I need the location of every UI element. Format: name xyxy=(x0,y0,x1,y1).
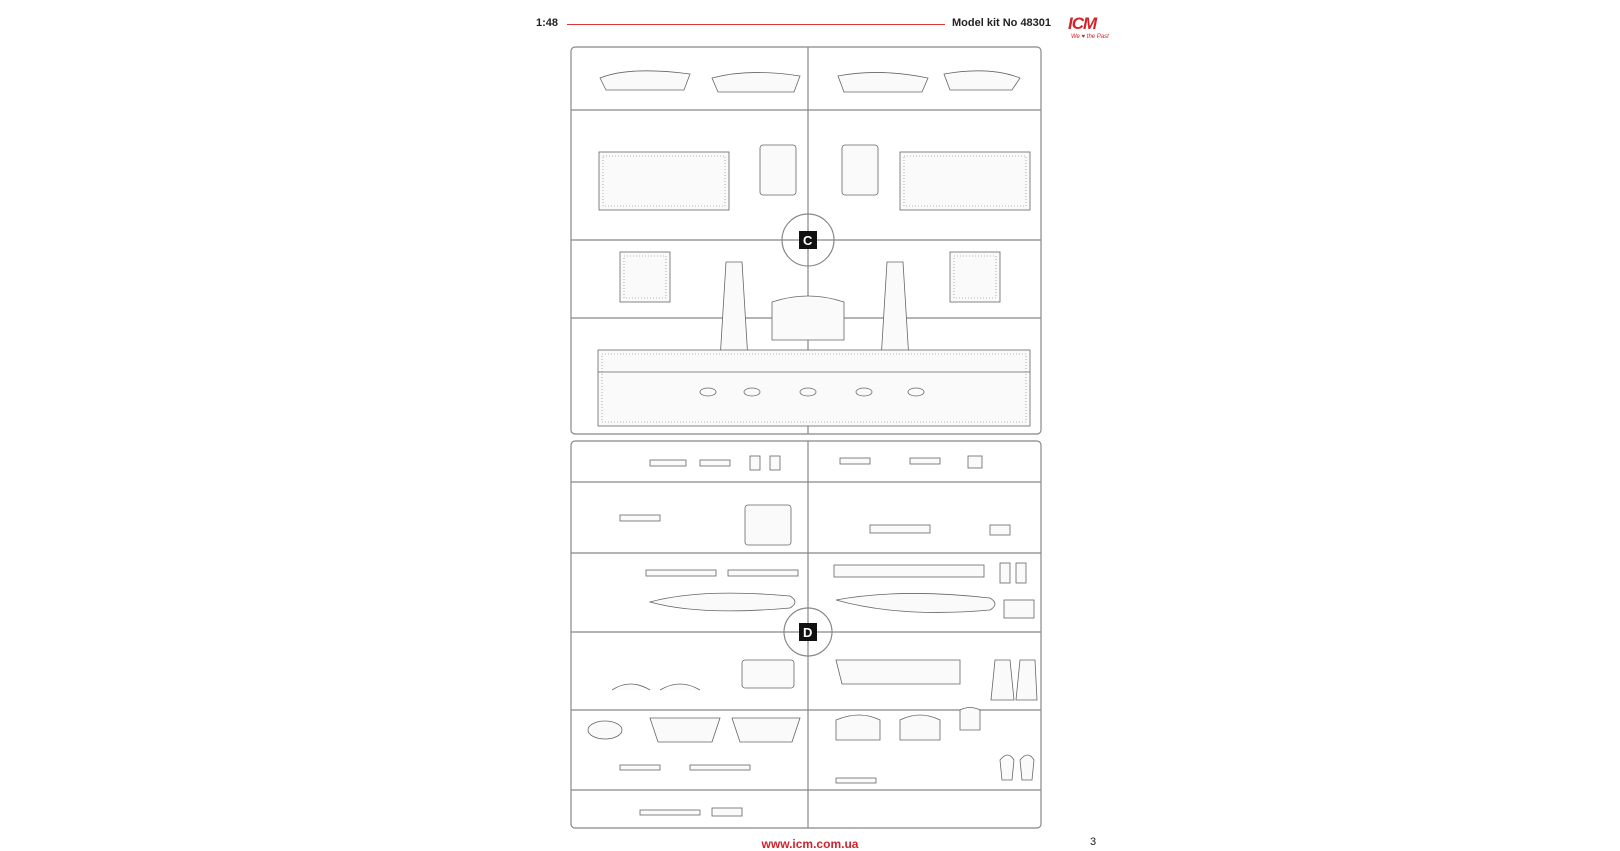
sprue-c xyxy=(570,46,1042,435)
header-rule xyxy=(567,24,945,25)
sprue-c-badge xyxy=(799,231,817,249)
sprue-d-badge xyxy=(799,623,817,641)
kit-title: Model kit No 48301 xyxy=(952,17,1052,29)
sprue-c-letter: C xyxy=(803,233,813,248)
scale-label: 1:48 xyxy=(536,17,559,29)
sprue-d xyxy=(570,440,1042,829)
footer-url: www.icm.com.ua xyxy=(761,837,859,851)
icm-logo: ICM We ♥ the Past xyxy=(1068,14,1112,50)
page-number: 3 xyxy=(1090,836,1097,848)
logo-text: ICM xyxy=(1068,14,1097,33)
sprue-d-letter: D xyxy=(803,625,812,640)
logo-tagline: We ♥ the Past xyxy=(1071,34,1109,40)
